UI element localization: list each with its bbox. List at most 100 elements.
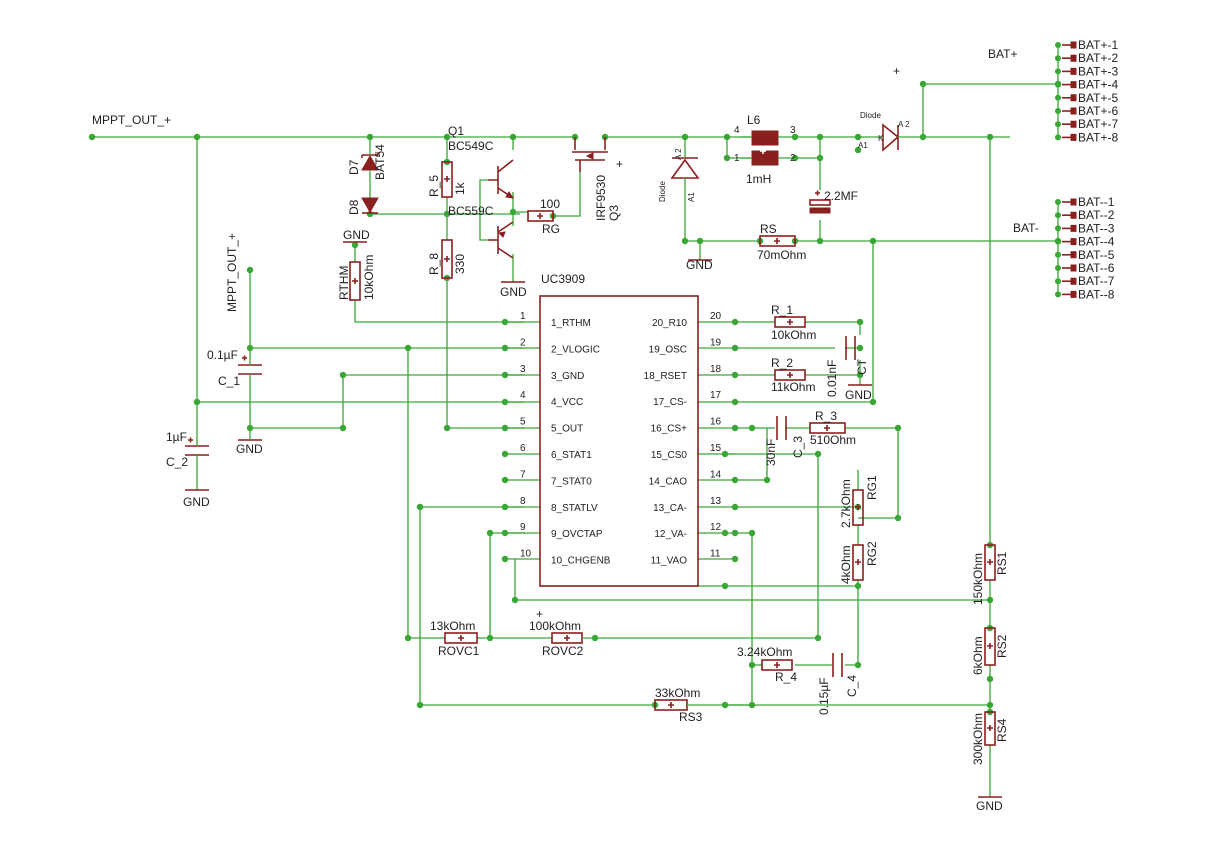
rovc1-value: 13kOhm: [430, 619, 475, 633]
bat-pin-label: BAT--4: [1078, 235, 1115, 249]
ic-right-pin-label: 17_CS-: [653, 397, 687, 408]
transistor-q2: [488, 221, 514, 259]
ic-left-pin-label: 3_GND: [551, 371, 584, 382]
bat-pin-junction: [1055, 55, 1061, 62]
bat-pin-junction: [1055, 81, 1061, 88]
gnd-rs4: GND: [976, 799, 1003, 813]
c4-value: 0.15µF: [817, 677, 831, 715]
diode-freewheel-label: Diode: [658, 181, 667, 202]
ic-left-pin-label: 2_VLOGIC: [551, 344, 600, 355]
inductor-l6: [740, 130, 795, 166]
bat-pin-marker: [1070, 264, 1077, 272]
ic-right-pin-num: 16: [710, 417, 722, 428]
c2-value: 1µF: [166, 430, 187, 444]
ic-left-pin-label: 9_OVCTAP: [551, 529, 603, 540]
bat-pin-marker: [1070, 67, 1077, 75]
gnd-c2: GND: [183, 495, 210, 509]
plus-sign: +: [893, 64, 900, 78]
ic-left-pin-label: 4_VCC: [551, 397, 583, 408]
diode-output-label: Diode: [860, 111, 881, 120]
rs3-value: 33kOhm: [655, 686, 700, 700]
l6-value: 1mH: [746, 172, 771, 186]
rs1-value: 150kOhm: [971, 553, 985, 605]
ct-value: 0.01nF: [825, 360, 839, 397]
ic-right-pin-label: 19_OSC: [649, 344, 687, 355]
mppt-out-label-2: MPPT_OUT_+: [225, 233, 239, 312]
ic-left-pin-num: 9: [520, 522, 526, 533]
gnd-diode: GND: [686, 258, 713, 272]
resistor-r8: [441, 239, 453, 279]
ic-right-pin-num: 12: [710, 522, 722, 533]
l6-pin3: 3: [790, 125, 796, 136]
junctions: [88, 80, 1062, 716]
ic-right-pin-num: 13: [710, 496, 722, 507]
r5-label: R_5: [427, 175, 441, 197]
c1-label: C_1: [218, 374, 240, 388]
rthm-label: RTHM: [337, 266, 351, 300]
rovc1-label: ROVC1: [438, 644, 480, 658]
ic-name: UC3909: [541, 272, 585, 286]
r8-value: 330: [453, 254, 467, 274]
capacitor-c1: [238, 345, 262, 385]
resistor-rg1: [852, 489, 864, 526]
bat-pin-junction: [1055, 108, 1061, 114]
ic-left-pin-label: 5_OUT: [551, 424, 583, 435]
gnd-q2: GND: [500, 285, 527, 299]
ic-right-pin-label: 20_R10: [652, 318, 687, 329]
rg-label: RG: [542, 222, 560, 236]
bat-pin-label: BAT--3: [1078, 221, 1115, 235]
ic-left-pin-num: 2: [520, 337, 526, 348]
ic-left-pin-num: 3: [520, 364, 526, 375]
r2-label: R_2: [771, 356, 793, 370]
l6-label: L6: [747, 113, 761, 127]
c3-label: C_3: [791, 436, 805, 458]
rs3-label: RS3: [679, 710, 703, 724]
freewheel-a1: A1: [687, 192, 696, 202]
bat-pin-junction: [1055, 199, 1061, 205]
r8-label: R_8: [427, 253, 441, 275]
q1-type: BC549C: [448, 139, 494, 153]
ic-right-pin-num: 15: [710, 443, 722, 454]
c1-value: 0.1µF: [207, 348, 238, 362]
bat-pin-marker: [1070, 224, 1077, 232]
bat-plus-connector: BAT+-1BAT+-2BAT+-3BAT+-4BAT+-5BAT+-6BAT+…: [1055, 38, 1118, 144]
c4-label: C_4: [845, 675, 859, 697]
ic-right-pin-label: 11_VAO: [651, 556, 688, 567]
bat-pin-junction: [1055, 278, 1061, 285]
bat-pin-label: BAT--5: [1078, 248, 1115, 262]
bat-pin-label: BAT+-7: [1078, 117, 1118, 131]
resistor-r1: [774, 316, 806, 328]
rs2-value: 6kOhm: [971, 636, 985, 675]
d7-label: D7: [347, 159, 361, 175]
bat-pin-junction: [1055, 291, 1061, 298]
ic-right-pin-num: 20: [710, 311, 722, 322]
bat-pin-junction: [1055, 251, 1061, 258]
r4-label: R_4: [775, 670, 797, 684]
bat-pin-marker: [1070, 41, 1077, 49]
ic-left-pin-label: 7_STAT0: [551, 476, 592, 487]
rovc2-value: 100kOhm: [529, 619, 581, 633]
bat-pin-junction: [1055, 68, 1061, 75]
output-k: K: [878, 134, 884, 143]
resistor-r2: [774, 369, 806, 381]
bat-pin-label: BAT--2: [1078, 208, 1115, 222]
bat-pin-label: BAT+-1: [1078, 38, 1118, 52]
bat-pin-label: BAT+-4: [1078, 78, 1118, 92]
bat-plus-label: BAT+: [988, 47, 1017, 61]
bat-pin-junction: [1055, 238, 1061, 245]
capacitor-ct: [845, 336, 856, 360]
bat-pin-label: BAT+-5: [1078, 91, 1118, 105]
q2-type: BC559C: [448, 204, 494, 218]
bat-pin-label: BAT--7: [1078, 274, 1115, 288]
ic-left-pins: 11_RTHM22_VLOGIC33_GND44_VCC55_OUT66_STA…: [520, 311, 611, 567]
freewheel-a2: A 2: [674, 148, 683, 160]
ic-right-pin-num: 19: [710, 337, 722, 348]
r5-value: 1k: [453, 181, 467, 195]
rg-value: 100: [540, 197, 560, 211]
capacitor-c4: [832, 653, 843, 677]
bat-pin-marker: [1070, 211, 1077, 219]
rs-label: RS: [760, 222, 777, 236]
r3-value: 510Ohm: [810, 433, 856, 447]
bat-pin-junction: [1055, 265, 1061, 271]
